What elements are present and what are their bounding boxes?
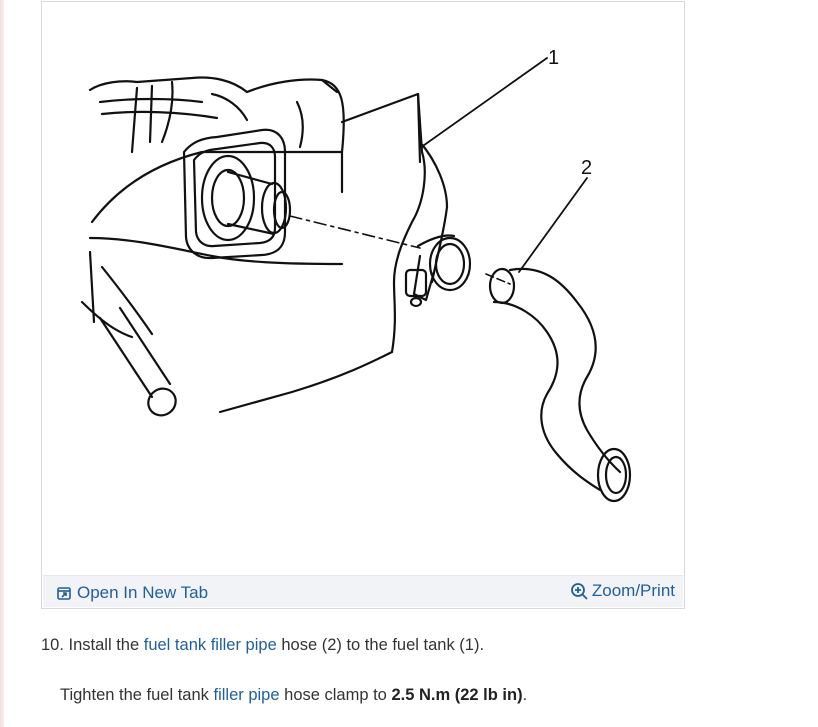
step-10: 10. Install the fuel tank filler pipe ho… bbox=[41, 636, 484, 655]
page-left-edge bbox=[0, 0, 4, 727]
diagram-figure: 1 2 Open In New Tab Zoom/Print bbox=[41, 1, 685, 609]
substep-text-middle: hose clamp to bbox=[284, 686, 387, 704]
open-new-tab-icon bbox=[57, 586, 71, 600]
substep-text-after: . bbox=[522, 686, 528, 704]
open-in-new-tab-link[interactable]: Open In New Tab bbox=[57, 583, 208, 603]
open-in-new-tab-label: Open In New Tab bbox=[77, 583, 209, 602]
filler-pipe-link[interactable]: filler pipe bbox=[213, 686, 280, 704]
step-10-substep: Tighten the fuel tank filler pipe hose c… bbox=[60, 686, 527, 705]
callout-1: 1 bbox=[548, 47, 559, 69]
step-number: 10. bbox=[41, 636, 64, 654]
zoom-print-link[interactable]: Zoom/Print bbox=[570, 581, 675, 601]
fuel-tank-filler-hose-diagram: 1 2 bbox=[80, 47, 632, 503]
zoom-print-label: Zoom/Print bbox=[591, 581, 675, 600]
callout-2: 2 bbox=[581, 157, 592, 179]
step-text-before: Install the bbox=[68, 636, 140, 654]
figure-toolbar: Open In New Tab Zoom/Print bbox=[43, 575, 683, 607]
substep-text-before: Tighten the fuel tank bbox=[60, 686, 209, 704]
fuel-tank-filler-pipe-link[interactable]: fuel tank filler pipe bbox=[143, 636, 277, 654]
torque-value: 2.5 N.m (22 lb in) bbox=[391, 686, 523, 704]
zoom-icon bbox=[570, 582, 588, 600]
step-text-after: hose (2) to the fuel tank (1). bbox=[281, 636, 485, 654]
